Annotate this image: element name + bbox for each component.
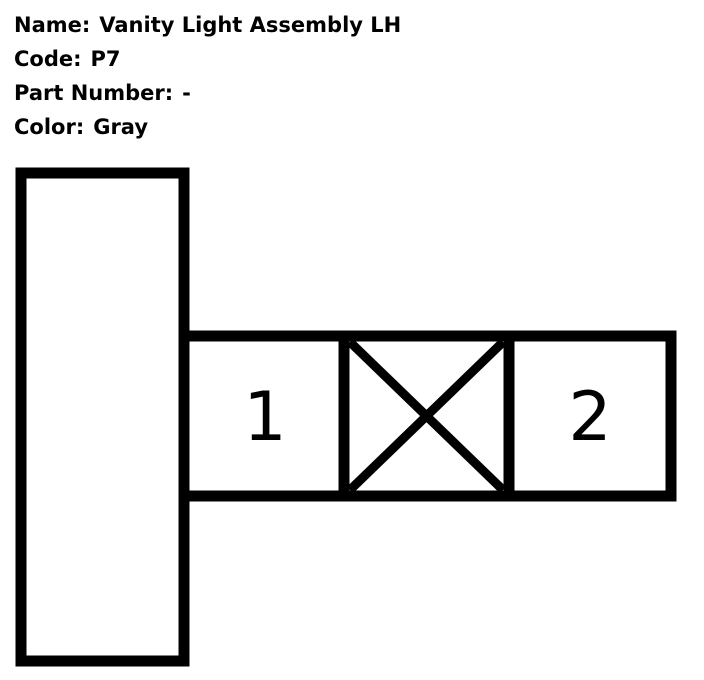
color-row: Color: Gray [14,110,401,144]
pin-cavity-unused [346,338,507,494]
name-label: Name: [14,13,91,37]
pin-label-1: 1 [243,378,286,457]
unused-cross-line-b [346,338,507,494]
pin-cavity-2: 2 [568,378,611,457]
code-label: Code: [14,47,82,71]
color-label: Color: [14,115,85,139]
name-value: Vanity Light Assembly LH [99,13,402,37]
code-row: Code: P7 [14,42,401,76]
part-number-value: - [182,81,191,105]
color-value: Gray [93,115,149,139]
part-number-label: Part Number: [14,81,174,105]
connector-info: Name: Vanity Light Assembly LH Code: P7 Pa… [14,8,401,144]
pin-label-2: 2 [568,378,611,457]
code-value: P7 [90,47,121,71]
pin-cavity-1: 1 [243,378,286,457]
part-number-row: Part Number:- [14,76,401,110]
name-row: Name: Vanity Light Assembly LH [14,8,401,42]
connector-body [15,167,190,667]
